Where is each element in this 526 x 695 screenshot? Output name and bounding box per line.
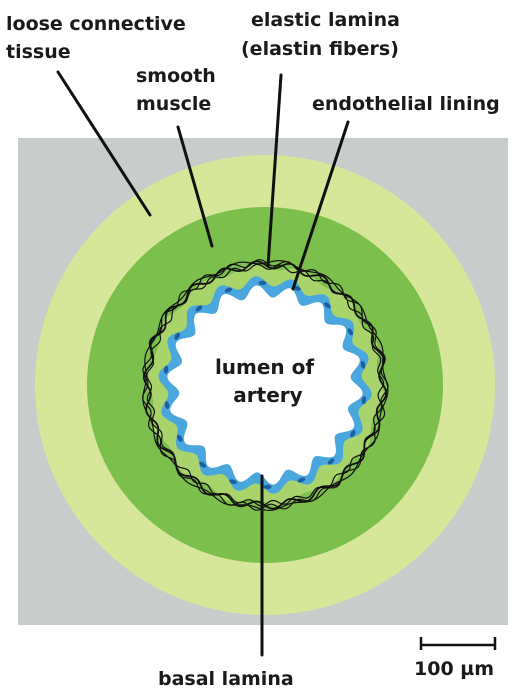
scale-bar (421, 637, 495, 650)
label-elastic-lamina: elastic lamina (elastin fibers) (241, 9, 407, 60)
label-basal-lamina: basal lamina (158, 668, 294, 690)
label-smooth-muscle: smooth muscle (136, 65, 222, 115)
scale-bar-label: 100 µm (414, 658, 494, 680)
label-loose-connective-tissue: loose connective tissue (6, 13, 192, 63)
label-endothelial-lining: endothelial lining (312, 93, 500, 115)
